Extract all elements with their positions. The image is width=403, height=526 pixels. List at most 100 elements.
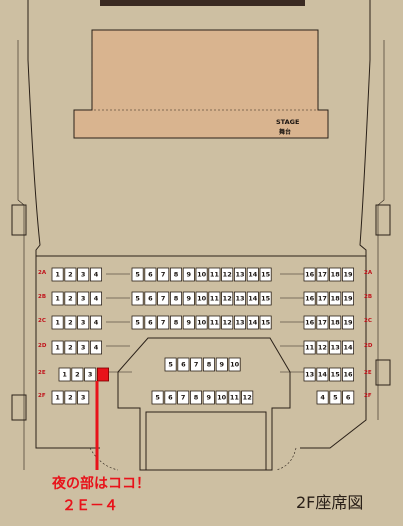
seat-2b-14[interactable]: 14 — [246, 291, 259, 306]
seat-2b-5[interactable]: 5 — [131, 291, 144, 306]
seat-2b-9[interactable]: 9 — [182, 291, 195, 306]
seat-2d-4[interactable]: 4 — [90, 340, 103, 355]
seat-2b-18[interactable]: 18 — [329, 291, 342, 306]
seat-2b-3[interactable]: 3 — [77, 291, 90, 306]
seat-2f-12[interactable]: 12 — [241, 390, 254, 405]
seat-2f-5[interactable]: 5 — [329, 390, 342, 405]
seat-2f-3[interactable]: 3 — [77, 390, 90, 405]
seat-2c-3[interactable]: 3 — [77, 315, 90, 330]
seat-2d-3[interactable]: 3 — [77, 340, 90, 355]
seat-2b-10[interactable]: 10 — [195, 291, 208, 306]
seat-2b-6[interactable]: 6 — [144, 291, 157, 306]
seat-2c-14[interactable]: 14 — [246, 315, 259, 330]
seat-2d-12[interactable]: 12 — [316, 340, 329, 355]
seat-2e-14[interactable]: 14 — [316, 367, 329, 382]
seat-2d-2[interactable]: 2 — [64, 340, 77, 355]
seat-2a-8[interactable]: 8 — [169, 267, 182, 282]
seat-2a-5[interactable]: 5 — [131, 267, 144, 282]
seat-2c-12[interactable]: 12 — [221, 315, 234, 330]
seat-number: 14 — [248, 319, 258, 327]
seat-2a-14[interactable]: 14 — [246, 267, 259, 282]
seat-2a-13[interactable]: 13 — [233, 267, 246, 282]
seat-2b-19[interactable]: 19 — [341, 291, 354, 306]
seat-2a-2[interactable]: 2 — [64, 267, 77, 282]
seat-2c-2[interactable]: 2 — [64, 315, 77, 330]
seat-2d-5[interactable]: 5 — [164, 357, 177, 372]
seat-2a-12[interactable]: 12 — [221, 267, 234, 282]
seat-2a-15[interactable]: 15 — [259, 267, 272, 282]
seat-2c-18[interactable]: 18 — [329, 315, 342, 330]
seat-2d-6[interactable]: 6 — [177, 357, 190, 372]
seat-box — [190, 357, 203, 372]
seat-2c-16[interactable]: 16 — [303, 315, 316, 330]
seat-2d-14[interactable]: 14 — [341, 340, 354, 355]
seat-2a-19[interactable]: 19 — [341, 267, 354, 282]
seat-2f-5[interactable]: 5 — [151, 390, 164, 405]
seat-2c-19[interactable]: 19 — [341, 315, 354, 330]
seat-2b-4[interactable]: 4 — [90, 291, 103, 306]
seat-2b-15[interactable]: 15 — [259, 291, 272, 306]
seat-2e-2[interactable]: 2 — [71, 367, 84, 382]
seat-2d-9[interactable]: 9 — [215, 357, 228, 372]
seat-2c-17[interactable]: 17 — [316, 315, 329, 330]
seat-2e-16[interactable]: 16 — [341, 367, 354, 382]
seat-2b-1[interactable]: 1 — [51, 291, 64, 306]
stage-frame — [91, 29, 319, 111]
seat-2c-1[interactable]: 1 — [51, 315, 64, 330]
seat-2f-7[interactable]: 7 — [177, 390, 190, 405]
seat-2b-2[interactable]: 2 — [64, 291, 77, 306]
seat-2a-7[interactable]: 7 — [157, 267, 170, 282]
seat-2a-16[interactable]: 16 — [303, 267, 316, 282]
seat-2d-7[interactable]: 7 — [190, 357, 203, 372]
seat-2e-13[interactable]: 13 — [303, 367, 316, 382]
seat-2b-8[interactable]: 8 — [169, 291, 182, 306]
seat-2a-11[interactable]: 11 — [208, 267, 221, 282]
seat-2e-4[interactable] — [97, 367, 110, 382]
row-label-2b-right: 2B — [364, 294, 372, 300]
seat-2a-4[interactable]: 4 — [90, 267, 103, 282]
seat-2c-15[interactable]: 15 — [259, 315, 272, 330]
seat-2a-6[interactable]: 6 — [144, 267, 157, 282]
seat-2f-6[interactable]: 6 — [342, 390, 355, 405]
seat-2d-13[interactable]: 13 — [329, 340, 342, 355]
seat-2d-1[interactable]: 1 — [51, 340, 64, 355]
seat-2d-10[interactable]: 10 — [228, 357, 241, 372]
seat-2c-5[interactable]: 5 — [131, 315, 144, 330]
seat-2b-7[interactable]: 7 — [157, 291, 170, 306]
seat-2a-1[interactable]: 1 — [51, 267, 64, 282]
seat-2a-10[interactable]: 10 — [195, 267, 208, 282]
seat-2a-17[interactable]: 17 — [316, 267, 329, 282]
seat-2c-11[interactable]: 11 — [208, 315, 221, 330]
seat-2a-3[interactable]: 3 — [77, 267, 90, 282]
seat-2b-11[interactable]: 11 — [208, 291, 221, 306]
seat-2f-11[interactable]: 11 — [228, 390, 241, 405]
seat-2a-9[interactable]: 9 — [182, 267, 195, 282]
seat-2f-10[interactable]: 10 — [215, 390, 228, 405]
seat-2d-11[interactable]: 11 — [303, 340, 316, 355]
seat-2f-1[interactable]: 1 — [51, 390, 64, 405]
seat-2f-8[interactable]: 8 — [189, 390, 202, 405]
seat-2f-6[interactable]: 6 — [164, 390, 177, 405]
seat-2f-4[interactable]: 4 — [316, 390, 329, 405]
seat-2c-6[interactable]: 6 — [144, 315, 157, 330]
seat-2d-8[interactable]: 8 — [202, 357, 215, 372]
seat-2b-16[interactable]: 16 — [303, 291, 316, 306]
seat-2e-1[interactable]: 1 — [58, 367, 71, 382]
seat-2c-8[interactable]: 8 — [169, 315, 182, 330]
seat-2e-3[interactable]: 3 — [84, 367, 97, 382]
seat-2c-7[interactable]: 7 — [157, 315, 170, 330]
seat-2c-9[interactable]: 9 — [182, 315, 195, 330]
seat-2c-4[interactable]: 4 — [90, 315, 103, 330]
seat-number: 7 — [161, 271, 166, 279]
seat-2f-9[interactable]: 9 — [202, 390, 215, 405]
seat-2f-2[interactable]: 2 — [64, 390, 77, 405]
seat-2b-13[interactable]: 13 — [233, 291, 246, 306]
seat-box — [64, 315, 77, 330]
seat-2b-17[interactable]: 17 — [316, 291, 329, 306]
seat-2a-18[interactable]: 18 — [329, 267, 342, 282]
seat-2b-12[interactable]: 12 — [221, 291, 234, 306]
seat-number: 2 — [68, 344, 73, 352]
seat-2c-13[interactable]: 13 — [233, 315, 246, 330]
seat-2c-10[interactable]: 10 — [195, 315, 208, 330]
seat-2e-15[interactable]: 15 — [329, 367, 342, 382]
